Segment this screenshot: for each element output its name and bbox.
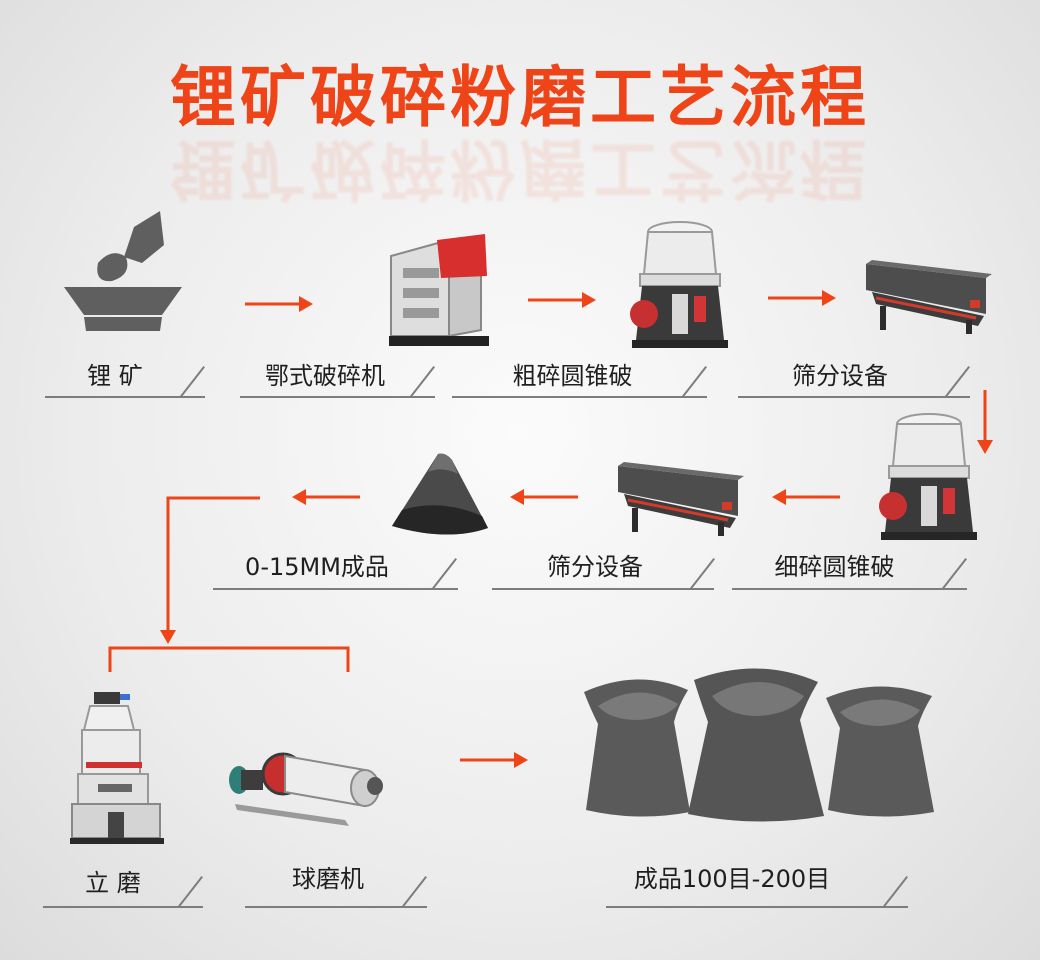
label-slash [178,876,203,908]
label-slash [682,366,707,398]
label-underline [738,396,970,398]
label-slash [180,366,205,398]
vibrating-screen-icon [618,462,744,536]
arrow-right-icon [245,296,313,312]
flow-connector [108,496,350,672]
label-underline [245,906,427,908]
label-slash [432,558,457,590]
product-bags-icon [584,668,934,822]
arrow-left-icon [292,489,360,505]
label-underline [452,396,707,398]
label-slash [690,558,715,590]
step-label: 0-15MM成品 [245,553,389,581]
step-label: 立 磨 [85,869,141,897]
arrow-right-icon [460,752,528,768]
step-label: 球磨机 [292,865,364,893]
vertical-mill-icon [70,692,164,844]
cone-crusher-icon [879,413,977,540]
arrow-right-icon [528,292,596,308]
label-slash [883,876,908,908]
label-slash [942,558,967,590]
label-underline [240,396,435,398]
label-underline [492,588,714,590]
label-underline [43,906,203,908]
title-reflection: 锂矿破碎粉磨工艺流程 [170,130,870,207]
label-slash [945,366,970,398]
step-label: 筛分设备 [792,362,888,390]
arrow-left-icon [510,489,578,505]
vibrating-screen-icon [866,260,992,334]
cone-crusher-icon [630,221,728,348]
step-label: 成品100目-200目 [633,865,831,893]
arrow-left-icon [772,489,840,505]
step-label: 鄂式破碎机 [265,362,385,390]
label-underline [45,396,205,398]
label-slash [402,876,427,908]
step-label: 细碎圆锥破 [774,553,895,581]
label-underline [213,588,458,590]
arrow-down-icon [977,390,993,454]
material-pile-icon [392,453,488,535]
ball-mill-icon [229,752,383,826]
step-label: 锂 矿 [87,362,143,390]
label-slash [410,366,435,398]
label-underline [732,588,967,590]
arrow-right-icon [768,290,836,306]
step-label: 筛分设备 [547,553,643,581]
label-underline [606,906,908,908]
page-title: 锂矿破碎粉磨工艺流程 [170,59,870,136]
step-label: 粗碎圆锥破 [512,362,633,390]
ore-bowl-icon [64,211,182,331]
jaw-crusher-icon [389,234,489,346]
